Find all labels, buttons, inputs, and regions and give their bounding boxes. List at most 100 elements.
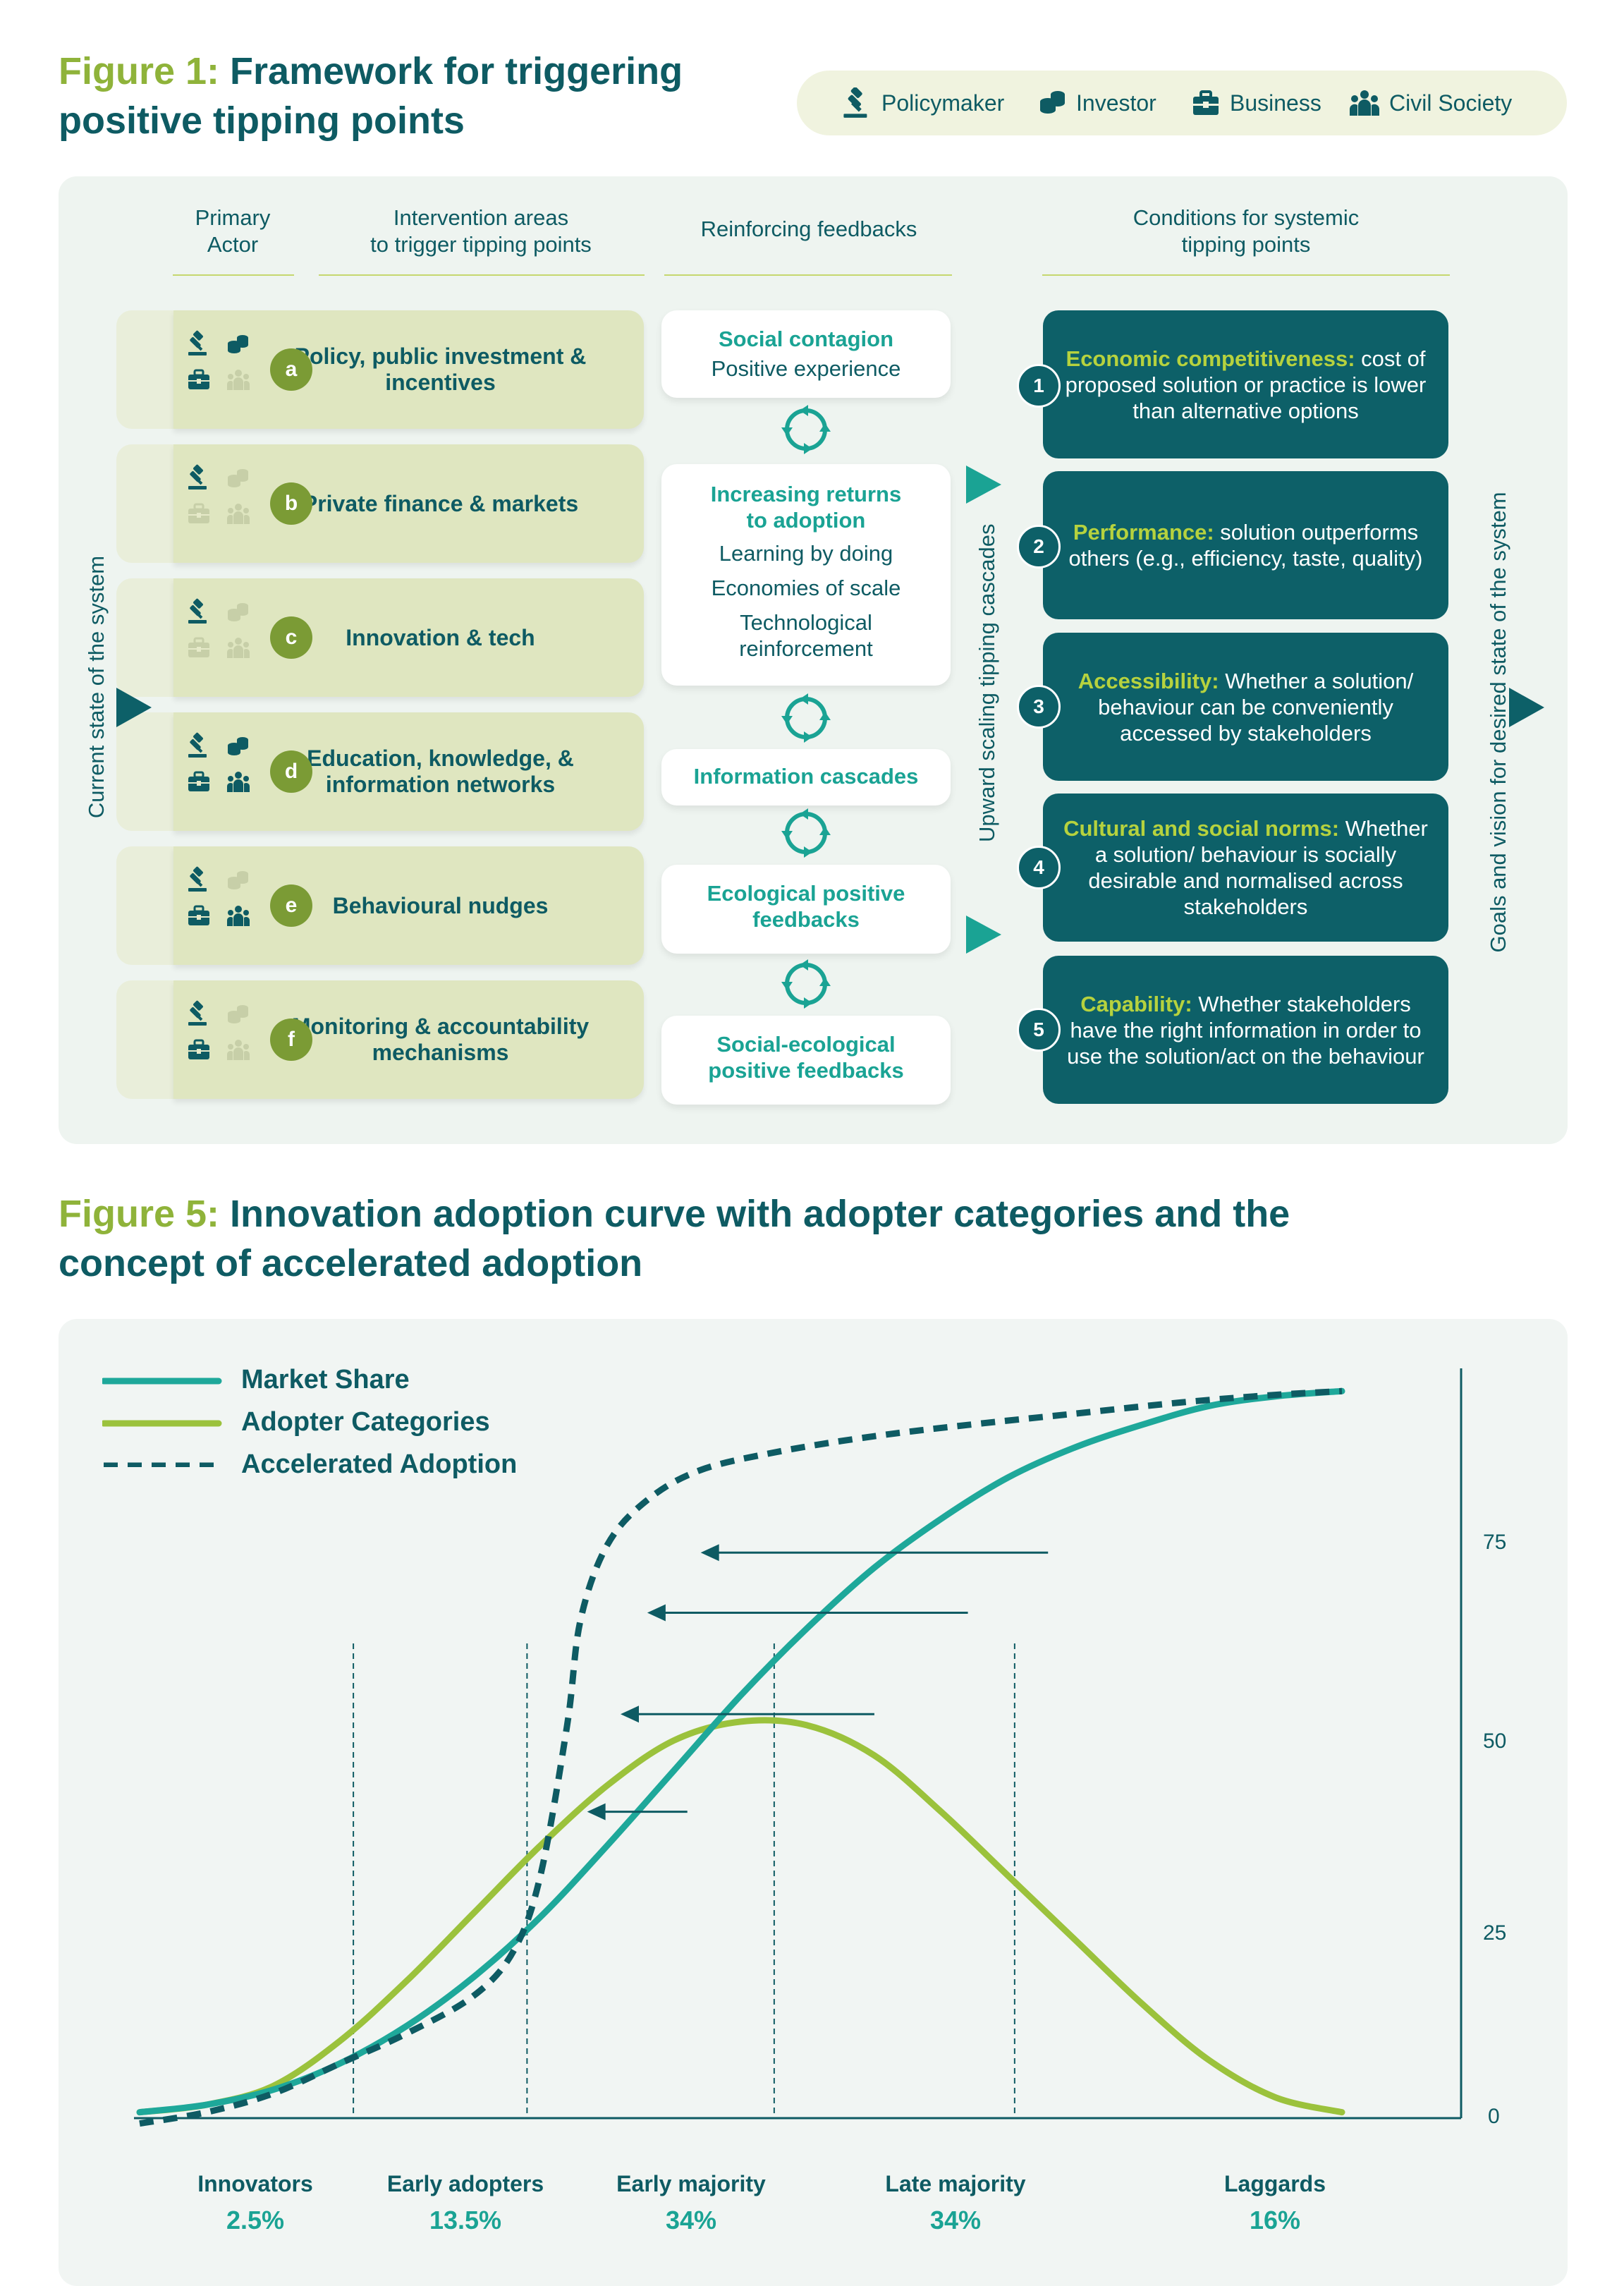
arrow-left-icon — [700, 1544, 719, 1562]
feedback-social-contagion: Social contagion Positive experience — [661, 310, 951, 398]
figure1-title-line2: positive tipping points — [59, 99, 465, 142]
feedback-social-ecological-line1: Social-ecological — [716, 1032, 896, 1057]
coins-icon — [228, 871, 248, 889]
figure5-prefix: Figure 5: — [59, 1193, 220, 1235]
condition-1-title: Economic competitiveness: — [1066, 346, 1355, 371]
legend-business: Business — [1192, 71, 1321, 135]
category-early-majority: Early majority 34% — [599, 2171, 783, 2235]
intervention-e-label: Behavioural nudges — [332, 892, 549, 918]
condition-5-number: 5 — [1017, 1008, 1061, 1052]
feedback-ecological-line1: Ecological positive — [707, 881, 905, 906]
header-conditions: Conditions for systemic tipping points — [1042, 205, 1450, 258]
legend-civil-society: Civil Society — [1350, 71, 1512, 135]
intervention-a-badge: a — [270, 348, 312, 391]
category-early-majority-pct: 34% — [665, 2206, 717, 2235]
feedback-ecological-line2: feedbacks — [752, 907, 860, 932]
feedback-tech-line1: Technological — [740, 610, 872, 635]
condition-4: Cultural and social norms: Whether a sol… — [1043, 794, 1448, 942]
header-intervention-line2: to trigger tipping points — [370, 232, 592, 257]
condition-3-title: Accessibility: — [1077, 668, 1219, 693]
legend-investor: Investor — [1038, 71, 1156, 135]
legend-business-label: Business — [1230, 90, 1321, 116]
header-rule — [319, 274, 645, 276]
briefcase-icon — [188, 905, 209, 925]
intervention-d-badge: d — [270, 750, 312, 793]
coins-icon — [228, 737, 248, 755]
condition-4-title: Cultural and social norms: — [1063, 816, 1340, 841]
category-laggards-name: Laggards — [1223, 2171, 1326, 2196]
briefcase-icon — [188, 503, 209, 523]
header-rule — [173, 274, 294, 276]
condition-2-title: Performance: — [1073, 520, 1214, 545]
intervention-f: Monitoring & accountability mechanisms — [173, 980, 644, 1099]
briefcase-icon — [188, 771, 209, 791]
legend-policymaker-label: Policymaker — [881, 90, 1005, 116]
legend-adopter-categories: Adopter Categories — [241, 1407, 490, 1437]
condition-5: Capability: Whether stakeholders have th… — [1043, 956, 1448, 1104]
people-icon — [227, 504, 250, 524]
condition-1-text: cost of proposed solution or practice is… — [1065, 346, 1427, 423]
condition-4-number: 4 — [1017, 846, 1061, 889]
feedback-information-cascades: Information cascades — [661, 749, 951, 805]
intervention-b-label: Private finance & markets — [302, 490, 579, 516]
header-feedbacks: Reinforcing feedbacks — [700, 217, 917, 241]
condition-2-number: 2 — [1017, 525, 1061, 569]
feedback-increasing-returns-title1: Increasing returns — [710, 482, 902, 506]
intervention-a: Policy, public investment & incentives — [173, 310, 644, 429]
figure1-title: Figure 1: Framework for triggering posit… — [59, 47, 778, 145]
cycle-icon — [781, 808, 831, 858]
arrow-left-icon — [621, 1706, 639, 1723]
briefcase-icon — [188, 637, 209, 657]
gavel-icon — [188, 598, 207, 624]
legend-civil-society-label: Civil Society — [1389, 90, 1513, 116]
header-primary-actor: Primary Actor — [173, 205, 293, 258]
series-market-share — [136, 1387, 1345, 2116]
arrow-right-icon — [1509, 688, 1544, 727]
feedback-increasing-returns-title2: to adoption — [746, 508, 866, 533]
category-innovators-name: Innovators — [197, 2171, 313, 2196]
y-tick-25: 25 — [1483, 1921, 1507, 1945]
legend-market-share: Market Share — [241, 1365, 410, 1394]
feedback-learning-by-doing: Learning by doing — [719, 541, 893, 566]
series-adopter-categories — [136, 1717, 1345, 2116]
condition-1-number: 1 — [1017, 364, 1061, 408]
figure5-title-line2: concept of accelerated adoption — [59, 1242, 643, 1284]
chart-legend-swatches — [102, 1378, 222, 1467]
intervention-e-badge: e — [270, 884, 312, 927]
intervention-a-label: Policy, public investment & incentives — [294, 343, 587, 395]
condition-3-number: 3 — [1017, 685, 1061, 729]
arrow-left-icon — [647, 1604, 666, 1622]
intervention-c-badge: c — [270, 616, 312, 659]
y-tick-75: 75 — [1483, 1531, 1507, 1554]
intervention-b: Private finance & markets — [173, 444, 644, 563]
intervention-d-label: Education, knowledge, & information netw… — [307, 746, 574, 797]
briefcase-icon — [1193, 90, 1219, 115]
coins-icon — [228, 603, 248, 621]
cycle-icon — [781, 405, 831, 454]
people-icon — [1350, 90, 1379, 116]
arrow-left-icon — [587, 1803, 606, 1820]
figure1-title-line1: Framework for triggering — [230, 50, 683, 92]
condition-5-text: Whether stakeholders have the right info… — [1067, 991, 1424, 1069]
figure5-title: Figure 5: Innovation adoption curve with… — [59, 1189, 1539, 1288]
people-icon — [227, 638, 250, 658]
briefcase-icon — [188, 1039, 209, 1059]
category-early-majority-name: Early majority — [616, 2171, 766, 2196]
intervention-d: Education, knowledge, & information netw… — [173, 712, 644, 831]
category-innovators-pct: 2.5% — [226, 2206, 285, 2235]
condition-2-text: solution outperforms others (e.g., effic… — [1068, 520, 1423, 571]
condition-4-text: Whether a solution/ behaviour is sociall… — [1088, 816, 1428, 919]
arrow-right-icon — [966, 466, 1001, 504]
category-early-adopters-name: Early adopters — [386, 2171, 544, 2196]
cycle-icon — [781, 693, 831, 743]
category-early-adopters-pct: 13.5% — [429, 2206, 502, 2235]
people-icon — [227, 906, 250, 926]
